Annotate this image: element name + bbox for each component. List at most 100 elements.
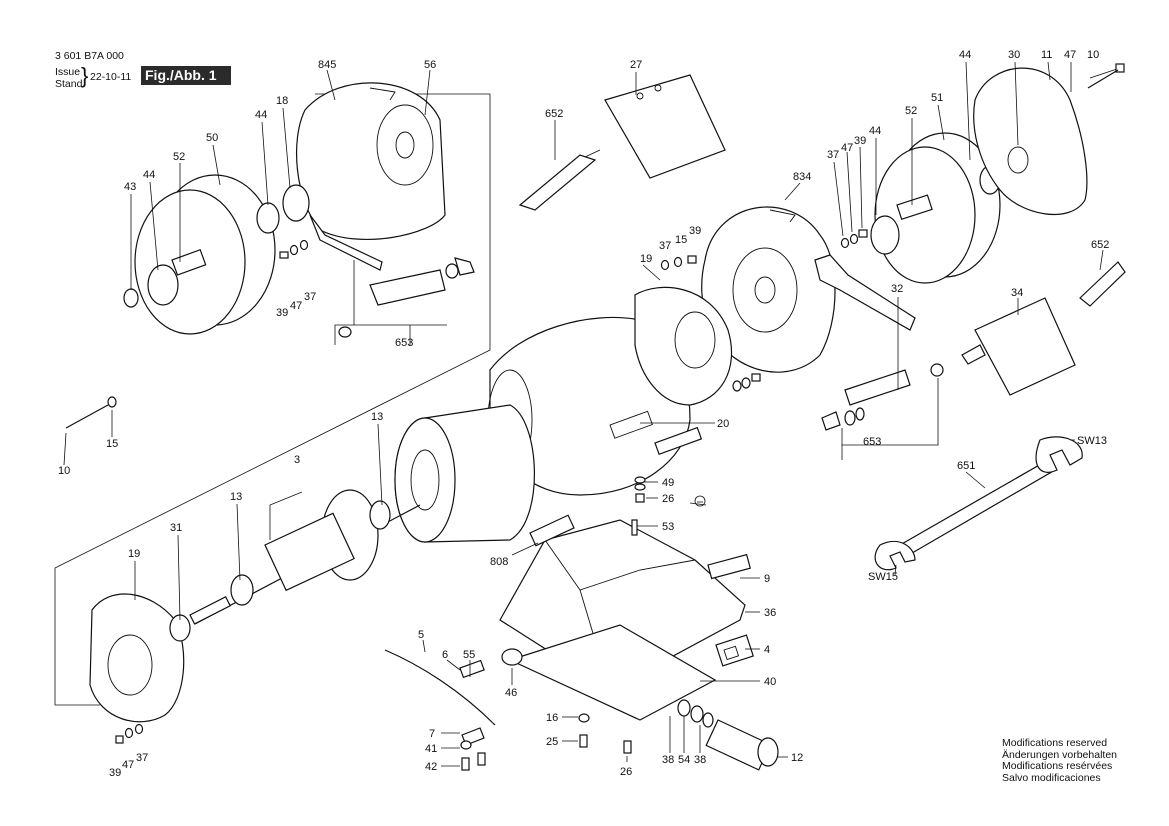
label-55: 55 [463, 649, 475, 661]
label-44: 44 [959, 49, 971, 61]
label-47: 47 [122, 759, 134, 771]
label-SW13: SW13 [1077, 435, 1107, 447]
label-15: 15 [675, 234, 687, 246]
shield-bracket-right [814, 254, 944, 431]
label-43: 43 [124, 181, 136, 193]
label-47: 47 [1064, 49, 1076, 61]
label-653: 653 [395, 337, 413, 349]
label-46: 46 [505, 687, 517, 699]
label-44: 44 [869, 125, 881, 137]
power-cable [384, 649, 496, 746]
label-44: 44 [255, 109, 267, 121]
brace: } [81, 63, 89, 88]
label-7: 7 [429, 728, 435, 740]
label-18: 18 [276, 95, 288, 107]
label-40: 40 [764, 676, 776, 688]
eye-shield-holder-652-right [1079, 261, 1126, 307]
rotor [189, 489, 421, 625]
label-36: 36 [764, 607, 776, 619]
modifications-de: Änderungen vorbehalten [1002, 748, 1118, 761]
label-4: 4 [764, 644, 770, 656]
leader-lines [63, 61, 1104, 767]
label-37: 37 [304, 291, 316, 303]
label-39: 39 [854, 135, 866, 147]
eye-shield-bracket-left [309, 214, 475, 338]
modifications-es: Salvo modificaciones [1002, 771, 1101, 784]
label-652: 652 [1091, 239, 1109, 251]
label-3: 3 [294, 454, 300, 466]
label-652: 652 [545, 108, 563, 120]
label-39: 39 [689, 225, 701, 237]
modifications-fr: Modifications resérvées [1002, 760, 1113, 772]
fasteners-left [279, 239, 309, 259]
label-20: 20 [717, 418, 729, 430]
label-834: 834 [793, 171, 811, 183]
wheel-guard-right [701, 206, 836, 373]
label-44: 44 [143, 169, 155, 181]
issue-label: Issue [55, 66, 81, 78]
label-12: 12 [791, 752, 803, 764]
guard-cover-right [973, 63, 1125, 215]
part-labels: 845 56 18 44 50 52 43 44 39 47 37 653 27… [58, 49, 1109, 779]
eye-shield-holder-652-left [518, 149, 601, 211]
label-51: 51 [931, 92, 943, 104]
label-32: 32 [891, 283, 903, 295]
label-10: 10 [1087, 49, 1099, 61]
label-52: 52 [905, 105, 917, 117]
label-39: 39 [276, 307, 288, 319]
label-34: 34 [1011, 287, 1023, 299]
label-53: 53 [662, 521, 674, 533]
label-37: 37 [136, 752, 148, 764]
label-54: 54 [678, 754, 690, 766]
label-39: 39 [109, 767, 121, 779]
label-47: 47 [841, 142, 853, 154]
stator [394, 404, 535, 543]
label-5: 5 [418, 629, 424, 641]
label-27: 27 [630, 59, 642, 71]
document-number: 3 601 B7A 000 [55, 50, 124, 62]
modifications-notice: Modifications reserved Änderungen vorbeh… [1002, 737, 1118, 784]
small-hardware [115, 229, 868, 771]
tie-rod [65, 69, 1119, 429]
eye-shield-34 [961, 297, 1076, 396]
label-SW15: SW15 [868, 571, 898, 583]
label-42: 42 [425, 761, 437, 773]
modifications-en: Modifications reserved [1002, 737, 1108, 749]
label-26: 26 [620, 766, 632, 778]
label-15: 15 [106, 438, 118, 450]
eye-shield-27 [604, 74, 726, 179]
label-25: 25 [546, 736, 558, 748]
grinding-wheel-left [134, 174, 276, 335]
grinding-wheel-right [870, 132, 1001, 284]
label-38: 38 [694, 754, 706, 766]
label-38: 38 [662, 754, 674, 766]
label-19: 19 [128, 548, 140, 560]
figure-label: Fig./Abb. 1 [141, 66, 231, 85]
label-31: 31 [170, 522, 182, 534]
issue-date: 22-10-11 [90, 71, 132, 83]
label-6: 6 [442, 649, 448, 661]
label-47: 47 [290, 300, 302, 312]
on-off-switch [715, 634, 754, 667]
spacer-left [256, 202, 280, 234]
label-13: 13 [371, 411, 383, 423]
label-10: 10 [58, 465, 70, 477]
capacitor [677, 699, 779, 771]
label-9: 9 [764, 573, 770, 585]
label-30: 30 [1008, 49, 1020, 61]
label-16: 16 [546, 712, 558, 724]
washer-18 [282, 184, 310, 222]
end-shield-right [634, 286, 733, 406]
label-651: 651 [957, 460, 975, 472]
assembly-outline [54, 93, 491, 706]
label-845: 845 [318, 59, 336, 71]
label-37: 37 [827, 149, 839, 161]
base-plate [508, 624, 717, 721]
flange-left [123, 248, 207, 308]
stand-label: Stand [55, 78, 83, 90]
label-808: 808 [490, 556, 508, 568]
label-37: 37 [659, 240, 671, 252]
end-shield-left [89, 593, 191, 723]
label-13: 13 [230, 491, 242, 503]
label-19: 19 [640, 253, 652, 265]
